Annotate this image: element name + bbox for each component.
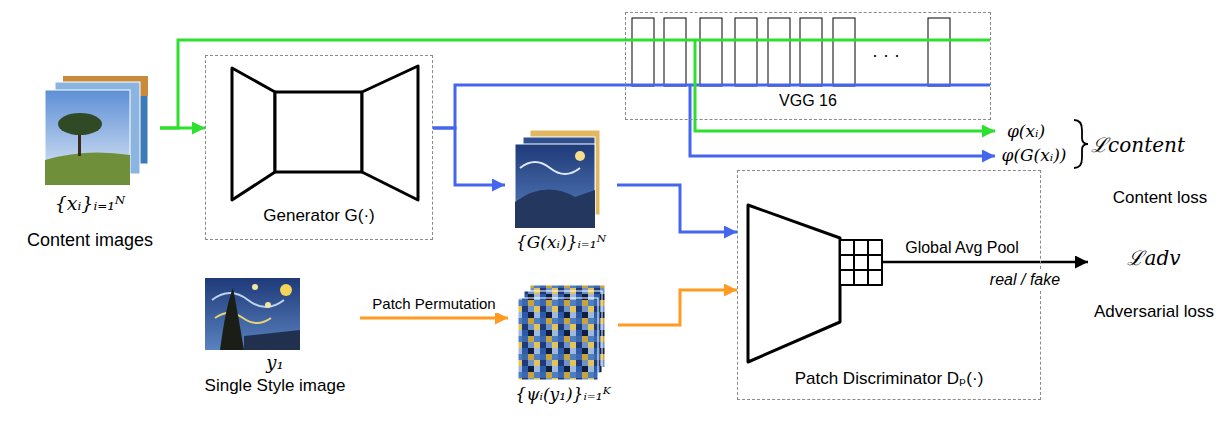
illustration-part bbox=[632, 18, 654, 86]
node-text: Adversarial loss bbox=[1094, 302, 1214, 322]
feature-output: φ(G(xᵢ)) bbox=[995, 144, 1073, 169]
illustration-part bbox=[58, 113, 102, 135]
illustration-part bbox=[694, 40, 697, 120]
illustration-part bbox=[748, 205, 840, 362]
node-text: · · · bbox=[872, 45, 900, 67]
illustration-part bbox=[768, 18, 790, 86]
connector bbox=[617, 185, 737, 232]
illustration-part bbox=[882, 261, 1040, 264]
illustration-part bbox=[265, 302, 271, 308]
illustration-part bbox=[520, 162, 580, 174]
illustration-part bbox=[515, 190, 595, 228]
illustration-part bbox=[212, 293, 284, 307]
illustration-part bbox=[518, 298, 598, 380]
style-image bbox=[205, 278, 300, 350]
node-text: Patch Discriminator Dₚ(·) bbox=[795, 369, 984, 389]
illustration-part bbox=[833, 18, 855, 86]
illustration-part bbox=[215, 313, 271, 323]
brace bbox=[1074, 120, 1088, 168]
illustration-part bbox=[220, 288, 244, 350]
style-image: y₁Single Style image bbox=[190, 274, 360, 404]
illustration-part bbox=[625, 84, 990, 87]
image-stack: {G(xᵢ)}ᵢ₌₁ᴺ bbox=[505, 128, 617, 266]
illustration-part bbox=[275, 92, 362, 172]
illustration-part bbox=[689, 85, 692, 120]
node-text: {xᵢ}ᵢ₌₁ᴺ bbox=[55, 192, 126, 215]
illustration-part bbox=[664, 18, 686, 86]
connector bbox=[618, 290, 737, 325]
connector bbox=[690, 120, 995, 156]
loss-output: ℒadvAdversarial loss bbox=[1088, 240, 1220, 330]
illustration-part bbox=[205, 278, 300, 350]
node-text: {G(xᵢ)}ᵢ₌₁ᴺ bbox=[516, 232, 606, 252]
node-text: {ψᵢ(y₁)}ᵢ₌₁ᴷ bbox=[515, 384, 610, 404]
node-text: Content images bbox=[27, 230, 153, 252]
illustration-part bbox=[840, 240, 882, 285]
generator-hourglass bbox=[232, 66, 418, 200]
edge-label: Patch Permutation bbox=[369, 295, 498, 313]
illustration-part bbox=[244, 330, 300, 350]
node-text: y₁ bbox=[266, 352, 283, 374]
node-text: ℒadv bbox=[1127, 246, 1180, 270]
illustration-part bbox=[45, 90, 130, 185]
feature-output: φ(xᵢ) bbox=[995, 120, 1057, 145]
illustration-part bbox=[45, 152, 130, 185]
patch-stack: {ψᵢ(y₁)}ᵢ₌₁ᴷ bbox=[508, 282, 618, 414]
illustration-part bbox=[362, 66, 418, 200]
connector bbox=[433, 128, 505, 185]
node-text: φ(G(xᵢ)) bbox=[1001, 145, 1066, 165]
illustration-part bbox=[800, 18, 822, 86]
vgg-layers bbox=[632, 18, 950, 86]
content-image-stack bbox=[45, 76, 148, 185]
connector bbox=[1041, 261, 1088, 264]
node-text: Single Style image bbox=[205, 376, 346, 396]
illustration-part bbox=[700, 18, 722, 86]
node-text: VGG 16 bbox=[779, 91, 837, 110]
illustration-part bbox=[515, 144, 595, 228]
permuted-patches bbox=[518, 285, 605, 380]
loss-name: Content loss bbox=[1111, 188, 1210, 208]
illustration-part bbox=[735, 18, 757, 86]
network-box: · · · VGG 16 bbox=[625, 12, 991, 120]
node-text: Generator G(·) bbox=[263, 206, 374, 226]
connector bbox=[160, 40, 625, 128]
output-note: real / fake bbox=[988, 270, 1062, 289]
illustration-part bbox=[252, 284, 258, 290]
illustration-part bbox=[280, 284, 292, 296]
connector bbox=[360, 317, 508, 320]
loss-symbol: ℒcontent bbox=[1089, 133, 1187, 157]
illustration-part bbox=[928, 18, 950, 86]
vgg-through-lines bbox=[625, 40, 990, 120]
image-stack: {xᵢ}ᵢ₌₁ᴺContent images bbox=[20, 72, 160, 258]
illustration-part bbox=[840, 240, 882, 285]
connector bbox=[433, 85, 625, 128]
illustration-part bbox=[232, 68, 275, 200]
node-text: φ(xᵢ) bbox=[1007, 121, 1045, 141]
generated-image-stack bbox=[515, 130, 600, 228]
generator-box: Generator G(·) bbox=[205, 55, 433, 240]
connector bbox=[695, 120, 995, 131]
illustration-part bbox=[625, 39, 990, 42]
edge-label: Global Avg Pool bbox=[902, 238, 1022, 257]
illustration-part bbox=[575, 151, 585, 161]
